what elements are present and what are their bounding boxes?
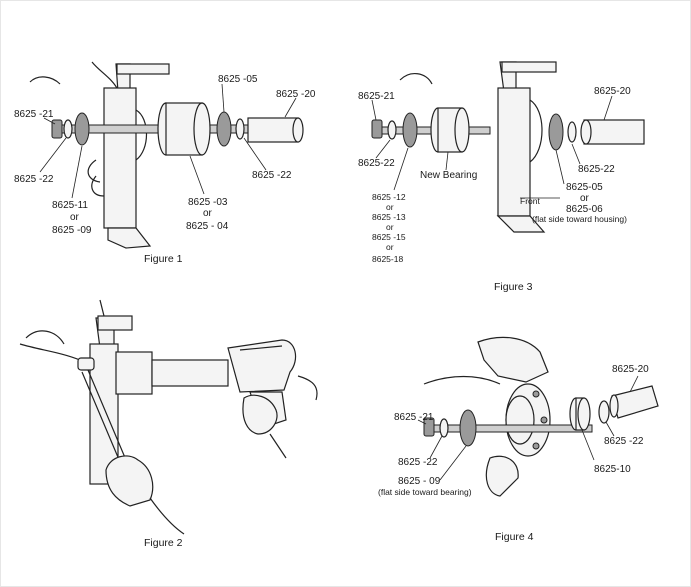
figure-4-knuckle (423, 336, 549, 497)
figure-1-label-8625-22-right: 8625 -22 (252, 170, 292, 181)
figure-1-label-8625-03: 8625 -03 (188, 197, 228, 208)
figure-1-label-8625-09: 8625 -09 (52, 225, 92, 236)
figure-4-caption: Figure 4 (495, 531, 534, 543)
figure-1-label-8625-20: 8625 -20 (276, 89, 316, 100)
figure-3-label-8625-12: 8625 -12 (372, 192, 406, 202)
figure-1-label-8625-21: 8625 -21 (14, 109, 54, 120)
figure-3-label-8625-22-right: 8625-22 (578, 164, 615, 175)
figure-4-label-8625-10: 8625-10 (594, 464, 631, 475)
figure-4-cup-8625-10 (569, 397, 591, 431)
figure-4-hub-flange (505, 383, 551, 457)
figure-3-label-or-3: or (386, 242, 394, 252)
figure-1: 8625 -21 8625 -22 8625-11 or 8625 -09 86… (14, 61, 316, 265)
figure-1-label-or-2: or (203, 208, 213, 219)
figure-2-puller-body (115, 351, 229, 395)
figure-1-adapter-8625-11 (74, 112, 90, 146)
figure-4-label-8625-20: 8625-20 (612, 364, 649, 375)
figure-3-knuckle (399, 61, 557, 233)
figure-4-washer-8625-22 (439, 418, 449, 438)
figure-3-label-or-2: or (386, 222, 394, 232)
figure-3-label-8625-05: 8625-05 (566, 182, 603, 193)
figure-1-nut-8625-20 (247, 117, 304, 143)
figure-3-label-8625-22-left: 8625-22 (358, 158, 395, 169)
figure-1-washer-8625-22 (63, 119, 73, 139)
figure-2-hand-right (242, 375, 318, 459)
figure-4-washer-right-8625-22 (598, 400, 610, 424)
figure-4-nut-8625-20 (609, 385, 659, 419)
figure-2-knuckle (19, 299, 133, 485)
figure-1-bearing-8625-05 (216, 111, 232, 147)
figure-3-new-bearing (430, 107, 470, 153)
figure-1-nut-8625-21 (51, 119, 63, 139)
figure-3-caption: Figure 3 (494, 281, 533, 293)
figure-3-label-new-bearing: New Bearing (420, 170, 477, 181)
figure-1-washer-right-8625-22 (235, 118, 245, 140)
figure-4-label-flat-side: (flat side toward bearing) (378, 487, 472, 497)
figure-3-washer-right-8625-22 (567, 121, 577, 143)
figure-3-adapter-8625-12 (402, 112, 418, 148)
figure-4-nut-8625-21 (423, 417, 435, 437)
figure-3-label-or-4: or (580, 193, 590, 204)
figure-3-label-8625-20: 8625-20 (594, 86, 631, 97)
figure-4-label-8625-09: 8625 - 09 (398, 476, 441, 487)
figure-2-caption: Figure 2 (144, 537, 183, 549)
figure-1-knuckle (29, 61, 170, 249)
figure-4-adapter-8625-09 (459, 409, 477, 447)
figure-3-label-8625-18: 8625-18 (372, 254, 403, 264)
figure-1-cup-8625-03 (157, 102, 211, 156)
figure-1-label-8625-22-left: 8625 -22 (14, 174, 54, 185)
figure-3-label-flat-side: (flat side toward housing) (532, 214, 627, 224)
figure-3-bearing-8625-05 (548, 113, 564, 151)
figure-4-label-8625-21: 8625 -21 (394, 412, 434, 423)
figure-1-label-8625-04: 8625 - 04 (186, 221, 229, 232)
figure-1-caption: Figure 1 (144, 253, 183, 265)
figure-3-label-front: Front (520, 196, 540, 206)
figure-3-label-or-1: or (386, 202, 394, 212)
figure-2-hand-left (105, 455, 185, 535)
figure-4-label-8625-22-left: 8625 -22 (398, 457, 438, 468)
figure-3: 8625-21 8625-22 8625 -12 or 8625 -13 or … (358, 61, 645, 293)
figure-1-label-8625-11: 8625-11 (52, 200, 88, 211)
figure-3-label-8625-13: 8625 -13 (372, 212, 406, 222)
figure-1-label-8625-05: 8625 -05 (218, 74, 258, 85)
figure-3-label-8625-15: 8625 -15 (372, 232, 406, 242)
figure-4-threaded-rod (431, 424, 593, 433)
figure-3-nut-8625-20 (580, 119, 645, 145)
figure-3-label-8625-06: 8625-06 (566, 204, 603, 215)
figure-3-washer-8625-22 (387, 120, 397, 140)
figure-2-breaker-bar (77, 357, 127, 463)
figure-1-label-or: or (70, 212, 80, 223)
figure-3-label-8625-21: 8625-21 (358, 91, 395, 102)
figure-3-nut-8625-21 (371, 119, 383, 139)
figure-4: 8625 -21 8625 -22 8625 - 09 (flat side t… (378, 336, 659, 543)
figure-2: Figure 2 (19, 299, 318, 549)
figure-4-label-8625-22-right: 8625 -22 (604, 436, 644, 447)
